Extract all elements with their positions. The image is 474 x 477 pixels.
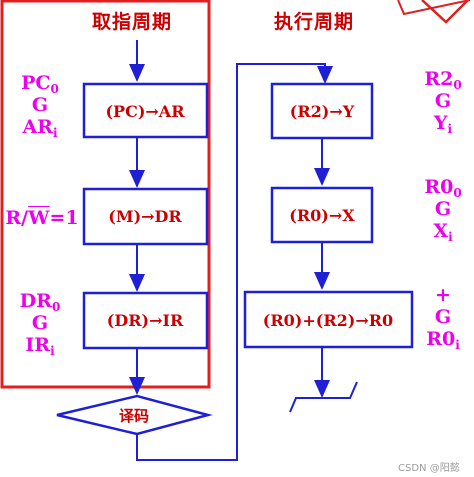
- fetch-signal-3: DR0 G IRi: [10, 290, 70, 358]
- signal-line: G: [434, 90, 452, 112]
- signal-line: DR0: [19, 290, 61, 314]
- signal-line: IRi: [25, 334, 55, 358]
- fetch-phase-title: 取指周期: [92, 11, 173, 33]
- fetch-box-3: [82, 291, 209, 350]
- signal-line: G: [434, 306, 452, 328]
- fetch-box-1: [82, 82, 209, 139]
- execute-box-3: [243, 290, 414, 349]
- signal-line: Yi: [433, 112, 453, 136]
- execute-signal-2: R00 G Xi: [412, 176, 474, 244]
- fetch-phase-frame: [0, 0, 211, 389]
- signal-line: G: [434, 198, 452, 220]
- execute-box-2: [270, 186, 374, 244]
- decode-label: 译码: [119, 407, 149, 425]
- decode-to-execute-connector: [136, 63, 333, 461]
- signal-line: R0i: [426, 328, 460, 352]
- signal-line: ARi: [22, 116, 58, 140]
- fetch-step-3-label: (DR)→IR: [107, 311, 184, 330]
- decode-diamond: [56, 394, 213, 436]
- signal-line: R20: [424, 68, 462, 92]
- signal-line: G: [31, 312, 49, 334]
- fetch-signal-1: PC0 G ARi: [10, 72, 70, 140]
- signal-line: PC0: [21, 72, 59, 96]
- signal-line: Xi: [433, 220, 453, 244]
- fetch-signal-2: R/W=1: [5, 207, 79, 229]
- execute-step-1-label: (R2)→Y: [290, 102, 355, 121]
- fetch-step-2-label: (M)→DR: [108, 207, 182, 226]
- signal-line: G: [31, 94, 49, 116]
- fetch-step-1-label: (PC)→AR: [105, 102, 185, 121]
- execute-phase-title: 执行周期: [274, 11, 355, 33]
- execute-step-3-label: (R0)+(R2)→R0: [263, 311, 393, 330]
- execute-box-1: [270, 82, 374, 140]
- signal-line: R00: [424, 176, 462, 200]
- execute-step-2-label: (R0)→X: [289, 206, 355, 225]
- execute-signal-3: + G R0i: [412, 284, 474, 352]
- signal-line: +: [435, 284, 451, 306]
- watermark: CSDN @阳懿: [398, 463, 460, 474]
- cycle-end-mark: [289, 381, 358, 413]
- execute-signal-1: R20 G Yi: [412, 68, 474, 136]
- fetch-box-2: [82, 187, 209, 246]
